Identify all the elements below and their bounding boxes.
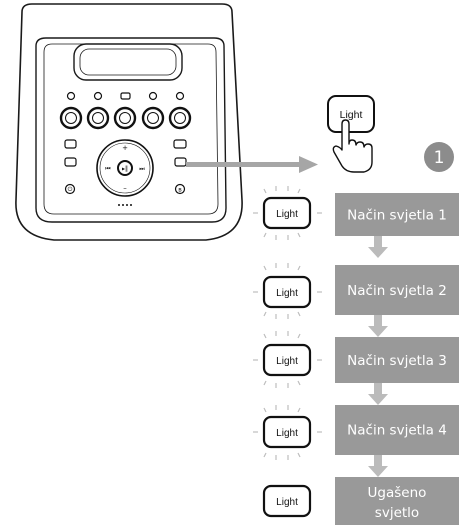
light-button-large: Light [327,95,375,133]
power-icon [64,183,76,195]
step-number-badge: 1 [424,142,454,172]
light-button-mode-4 [262,415,312,449]
light-button-mode-2 [262,275,312,309]
mode-box-2 [335,265,459,315]
top-button-row [66,91,185,101]
mode-label-2: Način svjetla 2 [347,283,447,299]
light-mode-sequence: Light Način svjetla 1 Light Način svjetl… [253,186,459,525]
svg-text:+: + [122,144,128,152]
pointer-arrow [186,156,318,173]
knob-row [59,106,192,130]
mode-box-3 [335,337,459,383]
mode-box-4 [335,405,459,455]
mode-label-off-line2: svjetlo [375,505,419,521]
pointing-hand-icon [332,119,373,173]
mode-label-4: Način svjetla 4 [347,423,447,439]
flow-arrow-3 [374,383,382,395]
flow-arrow-1 [374,236,382,248]
glow-rays [253,186,322,240]
mode-box-off [335,477,459,525]
svg-text:▸‖: ▸‖ [122,166,128,173]
mode-label-1: Način svjetla 1 [347,208,447,224]
step-number: 1 [434,148,445,168]
light-button-mode-1 [262,196,312,230]
light-button-label: Light [276,497,298,508]
control-panel [35,37,227,223]
svg-text:⏭: ⏭ [139,166,145,173]
glow-rays [253,331,322,388]
right-buttons: ʙ [173,139,187,195]
flow-arrow-2 [374,315,382,327]
light-button-label: Light [340,109,363,121]
light-button-label: Light [276,428,298,439]
light-button-label: Light [276,288,298,299]
glow-rays [253,263,322,319]
left-buttons: ⏻ [64,139,77,195]
glow-rays [253,405,322,460]
mode-box-1 [335,193,459,236]
svg-text:ʙ: ʙ [178,187,182,194]
svg-text:⏮: ⏮ [105,166,111,173]
display-window [73,43,183,81]
speaker-device: ⏻ ʙ ▸‖ + – ⏮ ⏭ [15,3,243,241]
light-button-off [262,484,312,518]
mode-label-off-line1: Ugašeno [368,485,427,501]
light-button-mode-3 [262,343,312,377]
light-button-label: Light [276,356,298,367]
navigation-ring: ▸‖ + – ⏮ ⏭ [96,139,154,197]
bluetooth-icon [174,183,186,195]
svg-text:–: – [123,184,127,192]
light-button-on-device [174,157,187,167]
mode-label-3: Način svjetla 3 [347,353,447,369]
indicator-dots [118,204,132,206]
light-button-label: Light [276,209,298,220]
flow-arrow-4 [374,455,382,467]
svg-text:⏻: ⏻ [68,186,73,193]
